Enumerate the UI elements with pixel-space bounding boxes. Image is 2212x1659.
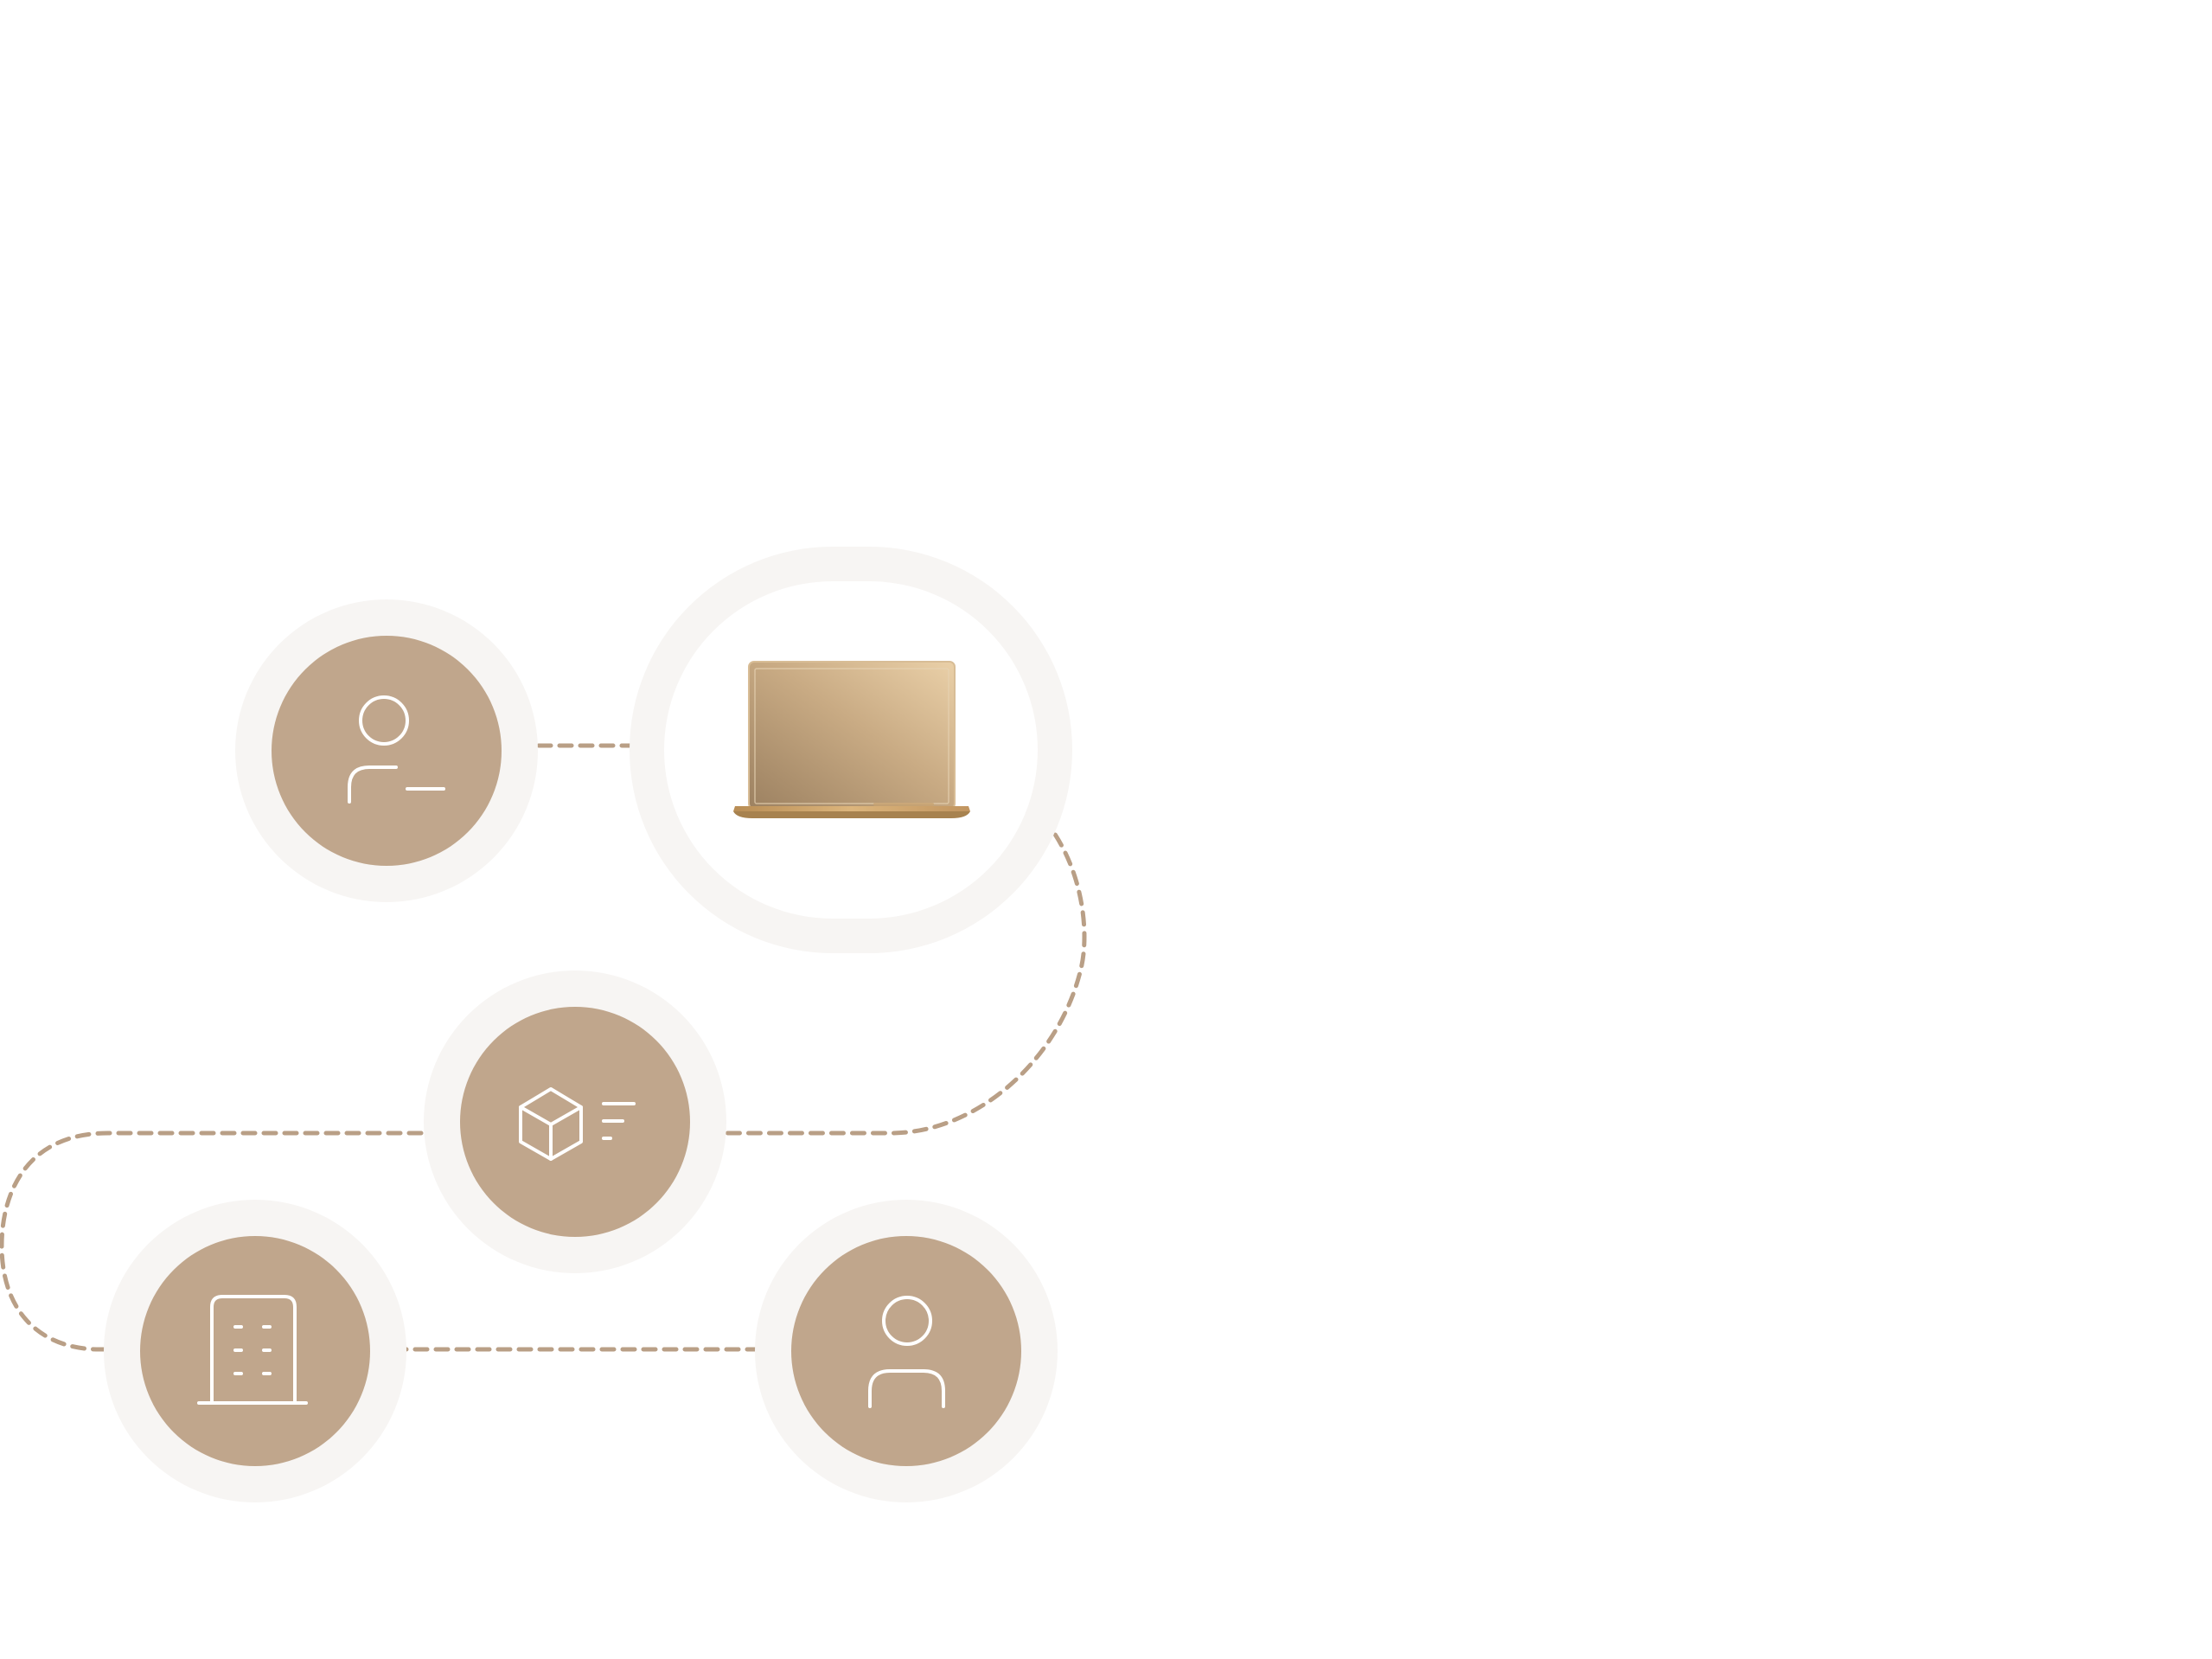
node-user-terminal bbox=[235, 599, 538, 902]
node-circle bbox=[272, 636, 502, 866]
node-user bbox=[755, 1200, 1058, 1502]
connector-package-to-building bbox=[0, 1131, 465, 1352]
node-circle bbox=[791, 1236, 1021, 1466]
node-circle bbox=[140, 1236, 370, 1466]
package-list-icon bbox=[519, 1087, 636, 1161]
building-icon bbox=[197, 1295, 308, 1405]
node-laptop bbox=[630, 547, 1072, 953]
node-circle bbox=[460, 1007, 690, 1237]
laptop-icon bbox=[733, 661, 970, 818]
user-icon bbox=[868, 1296, 945, 1408]
node-building bbox=[104, 1200, 406, 1502]
node-package bbox=[424, 970, 726, 1273]
user-terminal-icon bbox=[348, 695, 445, 804]
